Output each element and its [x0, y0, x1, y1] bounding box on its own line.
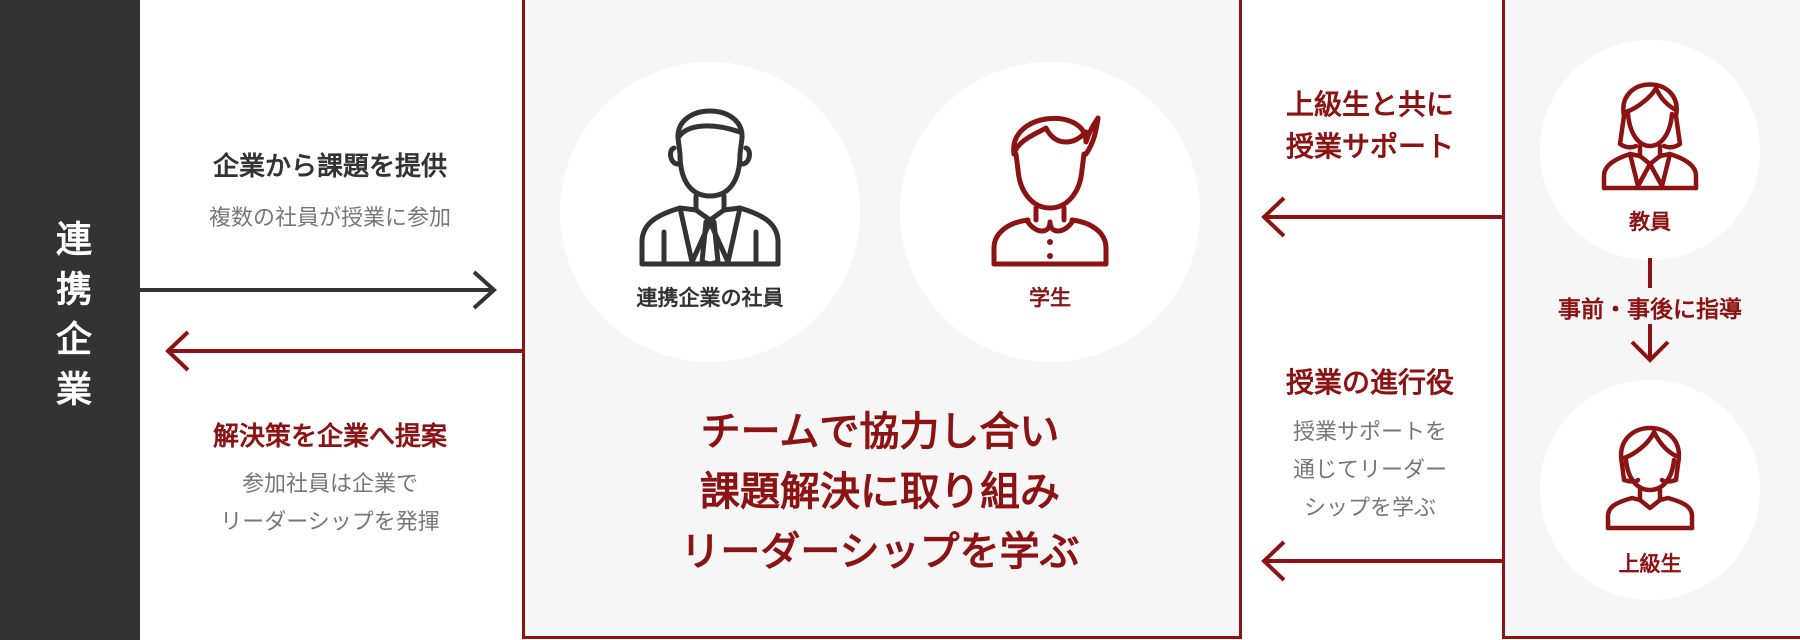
propose-solution-sub-2: リーダーシップを発揮 — [220, 510, 440, 535]
propose-solution-heading: 解決策を企業へ提案 — [212, 422, 447, 452]
arrow-teacher-to-senior — [1630, 258, 1670, 363]
student-icon — [991, 115, 1109, 267]
businessman-icon — [639, 108, 781, 267]
teacher-circle — [1540, 40, 1760, 260]
teacher-label: 教員 — [1629, 210, 1671, 234]
arrow-teacher-to-center — [1261, 196, 1530, 238]
provide-issue-heading: 企業から課題を提供 — [212, 152, 447, 182]
learning-goal-line-3: リーダーシップを学ぶ — [680, 529, 1080, 575]
propose-solution-sub-1: 参加社員は企業で — [241, 472, 418, 497]
learning-goal-line-2: 課題解決に取り組み — [700, 469, 1060, 515]
student-circle — [900, 62, 1200, 362]
support-heading-2: 授業サポート — [1285, 130, 1454, 163]
sidebar-title: 連携企業 — [50, 220, 91, 420]
senior-student-icon — [1605, 425, 1695, 531]
support-heading-1: 上級生と共に — [1285, 88, 1454, 121]
learning-goal-line-1: チームで協力し合い — [700, 409, 1060, 455]
facilitator-sub-3: シップを学ぶ — [1303, 496, 1436, 521]
guidance-label: 事前・事後に指導 — [1510, 290, 1790, 324]
arrow-right-to-center — [140, 270, 497, 310]
facilitator-sub-2: 通じてリーダー — [1292, 458, 1447, 483]
arrow-senior-to-center — [1261, 540, 1530, 582]
arrow-left-to-company — [165, 330, 524, 372]
employee-label: 連携企業の社員 — [636, 286, 784, 310]
sidebar: 連携企業 — [0, 0, 140, 640]
student-label: 学生 — [1029, 286, 1071, 310]
senior-label: 上級生 — [1618, 552, 1682, 576]
teacher-icon — [1601, 82, 1699, 191]
provide-issue-sub: 複数の社員が授業に参加 — [208, 206, 451, 231]
facilitator-heading: 授業の進行役 — [1285, 366, 1454, 399]
facilitator-sub-1: 授業サポートを — [1292, 420, 1447, 445]
